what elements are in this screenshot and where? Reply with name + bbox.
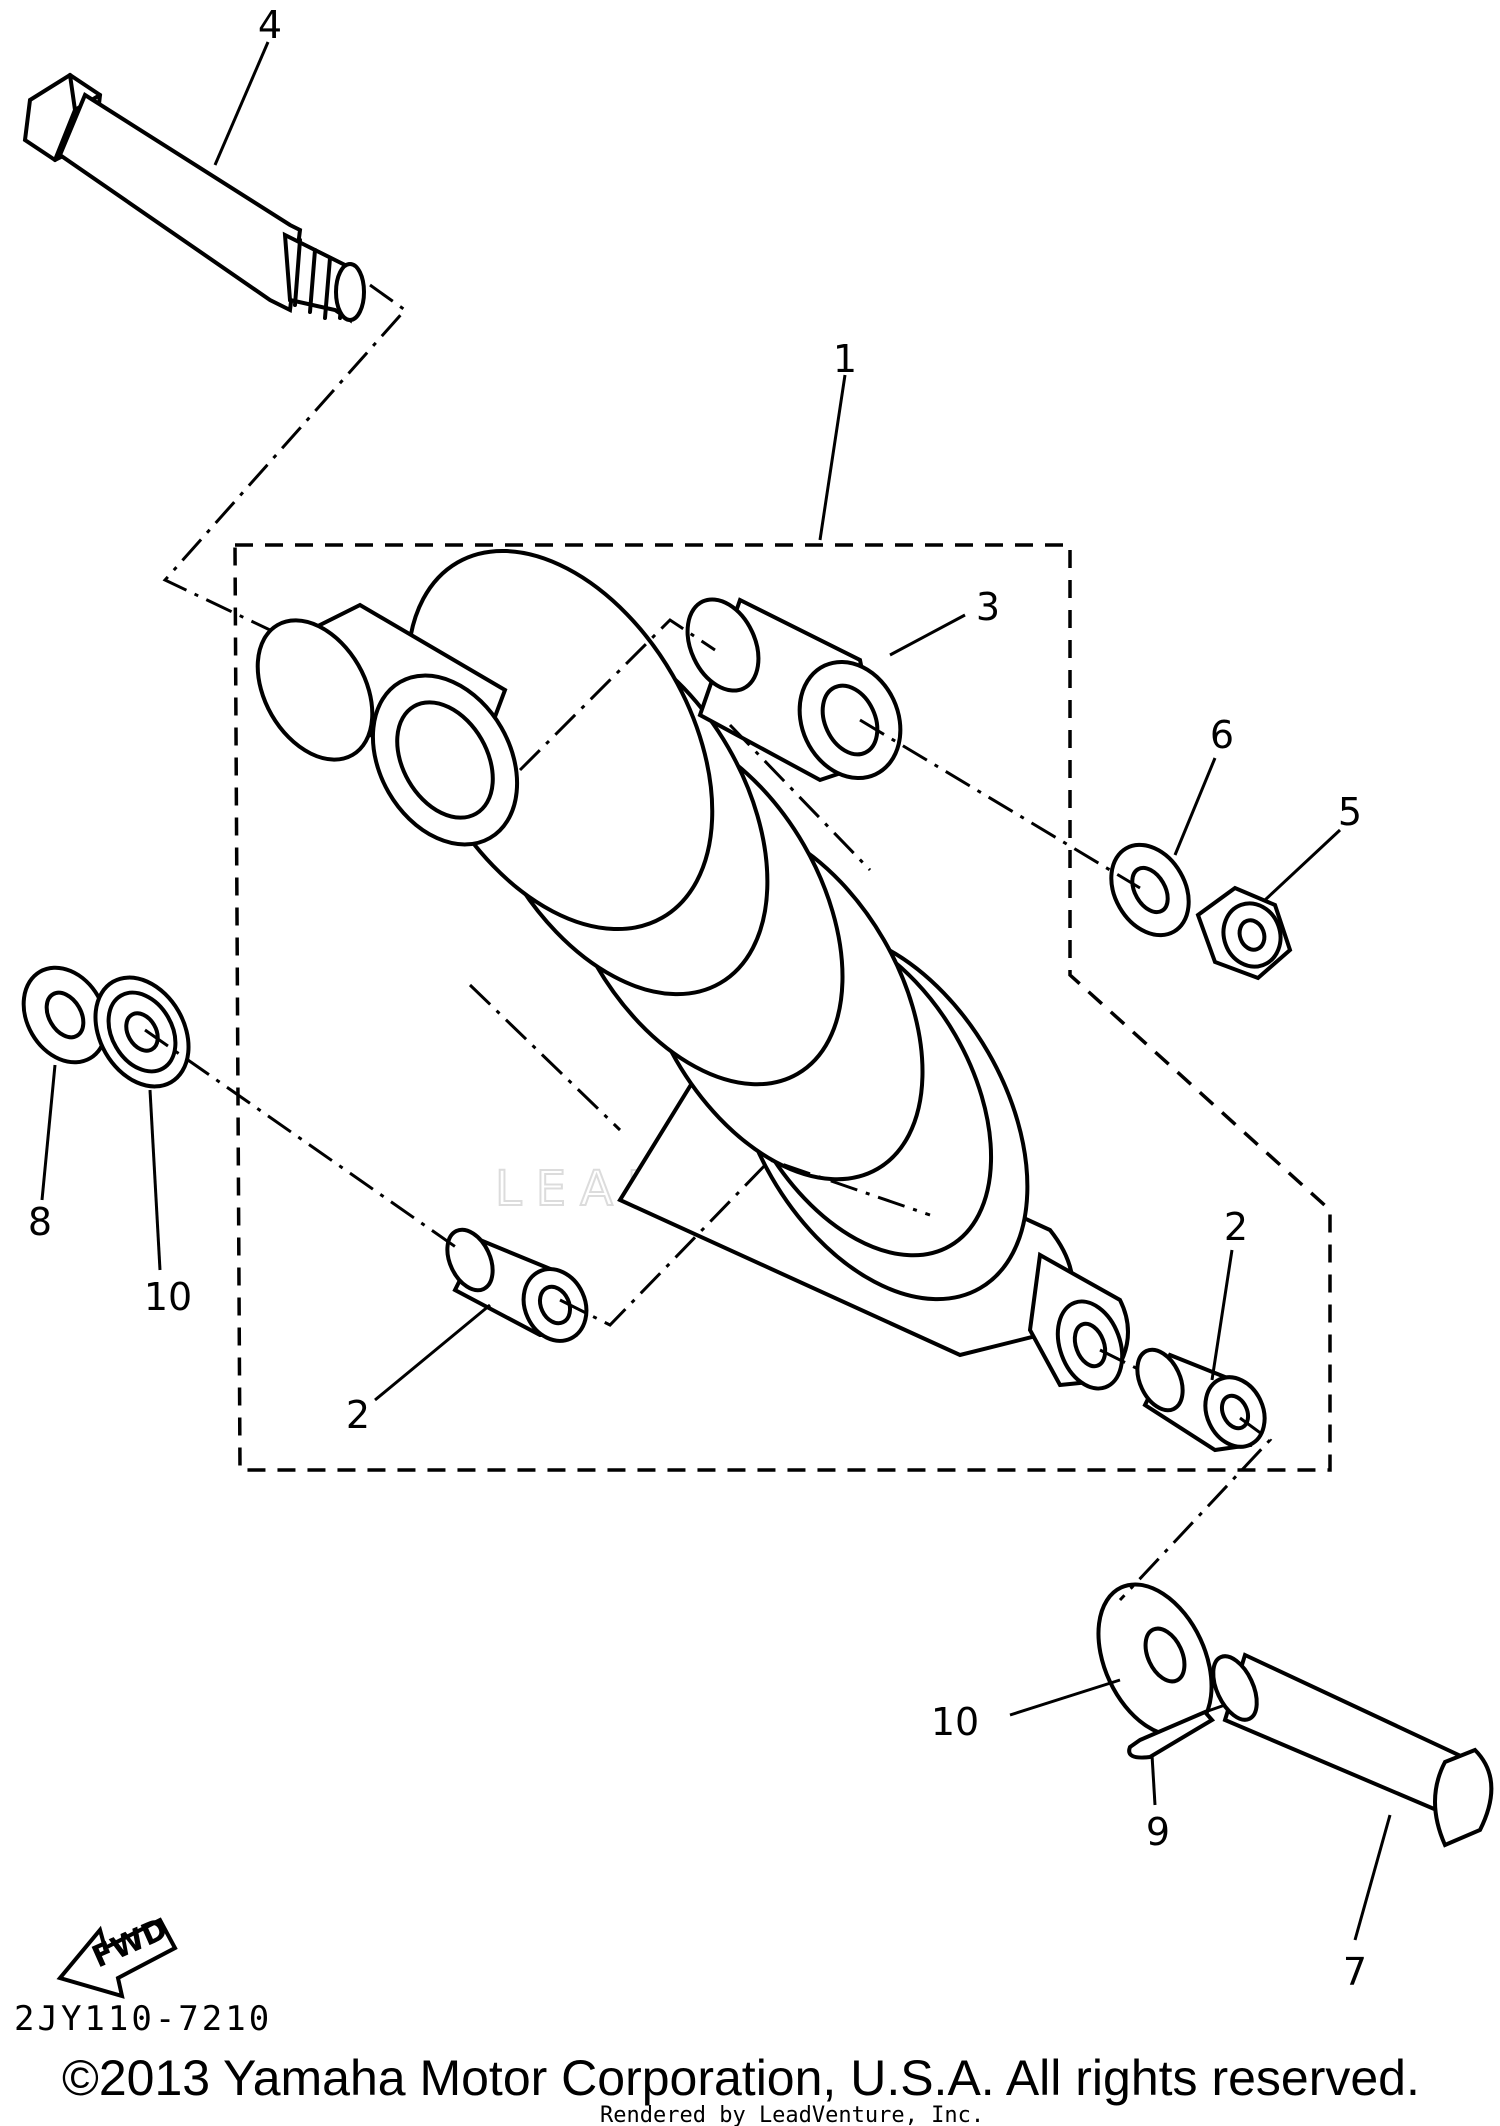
oil-seal-10-right — [1096, 1582, 1214, 1738]
bushing-2-right — [1135, 1347, 1267, 1453]
callout-1: 1 — [833, 337, 857, 381]
leader-10-left — [148, 1089, 162, 1271]
shock-absorber-body — [255, 548, 1130, 1391]
upper-bushing — [685, 597, 903, 783]
assembly-line-left2 — [559, 1158, 931, 1327]
callout-2-left: 2 — [346, 1393, 370, 1437]
oil-seal-10-left — [93, 975, 191, 1089]
washer-6 — [1109, 842, 1191, 938]
leader-3 — [889, 613, 966, 657]
callout-10-left: 10 — [144, 1275, 192, 1319]
leader-8 — [40, 1064, 57, 1201]
upper-bolt — [22, 72, 366, 324]
leader-2-right — [1210, 1249, 1234, 1381]
callout-3: 3 — [976, 585, 1000, 629]
leader-4 — [213, 41, 270, 166]
callout-6: 6 — [1210, 713, 1234, 757]
leader-5 — [1263, 828, 1342, 902]
callout-4: 4 — [258, 3, 282, 47]
callout-2-right: 2 — [1224, 1205, 1248, 1249]
fwd-arrow: FWD — [56, 1911, 178, 1999]
nut-5 — [1195, 885, 1293, 981]
washer-8 — [21, 965, 109, 1065]
leader-2-left — [374, 1303, 491, 1402]
callout-10-right: 10 — [931, 1700, 979, 1744]
leader-7 — [1353, 1814, 1392, 1941]
assembly-line-mid — [468, 723, 872, 1132]
callout-8: 8 — [28, 1200, 52, 1244]
assembly-line-upper — [518, 618, 716, 772]
diagram-code: 2JY110-7210 — [14, 1999, 272, 2039]
assembly-line-bolt — [162, 283, 408, 632]
lower-pin — [1211, 1652, 1494, 1848]
assembly-line-left — [144, 1028, 461, 1252]
callout-5: 5 — [1338, 790, 1362, 834]
leader-6 — [1173, 757, 1217, 856]
assembly-line-right — [1099, 1348, 1273, 1602]
cotter-pin — [1127, 1703, 1226, 1760]
callout-9: 9 — [1146, 1810, 1170, 1854]
bushing-2-left — [445, 1227, 589, 1343]
rendered-by: Rendered by LeadVenture, Inc. — [600, 2103, 984, 2126]
copyright-notice: ©2013 Yamaha Motor Corporation, U.S.A. A… — [62, 2050, 1420, 2106]
leader-9 — [1150, 1754, 1157, 1806]
leader-1 — [818, 374, 847, 541]
leader-10-right — [1009, 1678, 1121, 1717]
assembly-line-nut — [859, 718, 1141, 890]
callout-7: 7 — [1343, 1950, 1367, 1994]
